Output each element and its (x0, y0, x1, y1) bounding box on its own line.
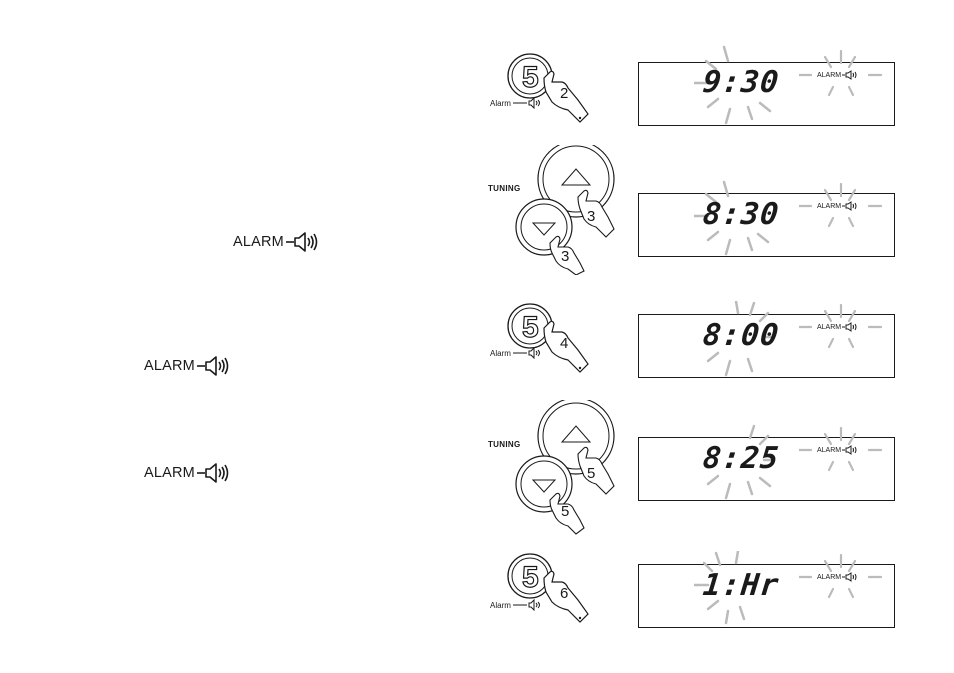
speaker-icon (286, 232, 324, 252)
speaker-icon (197, 356, 235, 376)
lcd-time-text: 8:00 (701, 318, 781, 353)
speaker-icon (513, 347, 545, 359)
alarm-button-icon: 5 (488, 300, 598, 380)
button-label: 5 (522, 561, 539, 594)
alarm-indicator-1: ALARM (233, 232, 324, 252)
lcd-display-3: 8:00 ALARM (638, 314, 895, 378)
flash-rays-icon (799, 182, 889, 262)
step-number: 2 (560, 85, 568, 102)
lcd-time-text: 8:25 (701, 441, 781, 476)
lcd-display-2: 8:30 ALARM (638, 193, 895, 257)
lcd-alarm-indicator: ALARM (817, 322, 858, 332)
button-label: 5 (522, 61, 539, 94)
step-number-down: 3 (561, 248, 569, 265)
alarm-indicator-3: ALARM (144, 463, 235, 483)
step-number-down: 5 (561, 503, 569, 520)
lcd-display-4: 8:25 ALARM (638, 437, 895, 501)
speaker-icon (197, 463, 235, 483)
lcd-alarm-indicator: ALARM (817, 572, 858, 582)
alarm-side-label: Alarm (490, 599, 545, 611)
flash-rays-icon (799, 303, 889, 383)
tuning-buttons-icon (488, 400, 618, 536)
speaker-icon (842, 322, 858, 332)
alarm-side-label: Alarm (490, 347, 545, 359)
speaker-icon (842, 572, 858, 582)
alarm-side-label: Alarm (490, 97, 545, 109)
lcd-alarm-indicator: ALARM (817, 70, 858, 80)
speaker-icon (513, 599, 545, 611)
lcd-alarm-indicator: ALARM (817, 201, 858, 211)
lcd-alarm-indicator: ALARM (817, 445, 858, 455)
step-number: 6 (560, 585, 568, 602)
alarm-button-icon: 5 (488, 550, 598, 630)
step-4-tuning-illustration: TUNING 5 5 (488, 400, 618, 536)
speaker-icon (842, 70, 858, 80)
step-number: 4 (560, 335, 568, 352)
speaker-icon (513, 97, 545, 109)
step-number-up: 5 (587, 465, 595, 482)
alarm-indicator-2: ALARM (144, 356, 235, 376)
alarm-text: ALARM (144, 358, 195, 374)
button-label: 5 (522, 311, 539, 344)
lcd-time-text: 1:Hr (701, 568, 781, 603)
step-1-alarm-button-illustration: 5 2 Alarm (488, 48, 598, 128)
step-3-alarm-button-illustration: 5 4 Alarm (488, 300, 598, 380)
flash-rays-icon (799, 426, 889, 506)
flash-rays-icon (799, 553, 889, 633)
tuning-buttons-icon (488, 145, 618, 275)
lcd-display-1: 9:30 ALARM (638, 62, 895, 126)
speaker-icon (842, 445, 858, 455)
alarm-text: ALARM (144, 465, 195, 481)
step-number-up: 3 (587, 208, 595, 225)
lcd-time-text: 9:30 (701, 65, 781, 100)
speaker-icon (842, 201, 858, 211)
flash-rays-icon (799, 49, 889, 129)
alarm-button-icon: 5 (488, 48, 598, 128)
step-5-alarm-button-illustration: 5 6 Alarm (488, 550, 598, 630)
lcd-display-5: 1:Hr ALARM (638, 564, 895, 628)
step-2-tuning-illustration: TUNING 3 3 (488, 145, 618, 275)
lcd-time-text: 8:30 (701, 197, 781, 232)
alarm-text: ALARM (233, 234, 284, 250)
